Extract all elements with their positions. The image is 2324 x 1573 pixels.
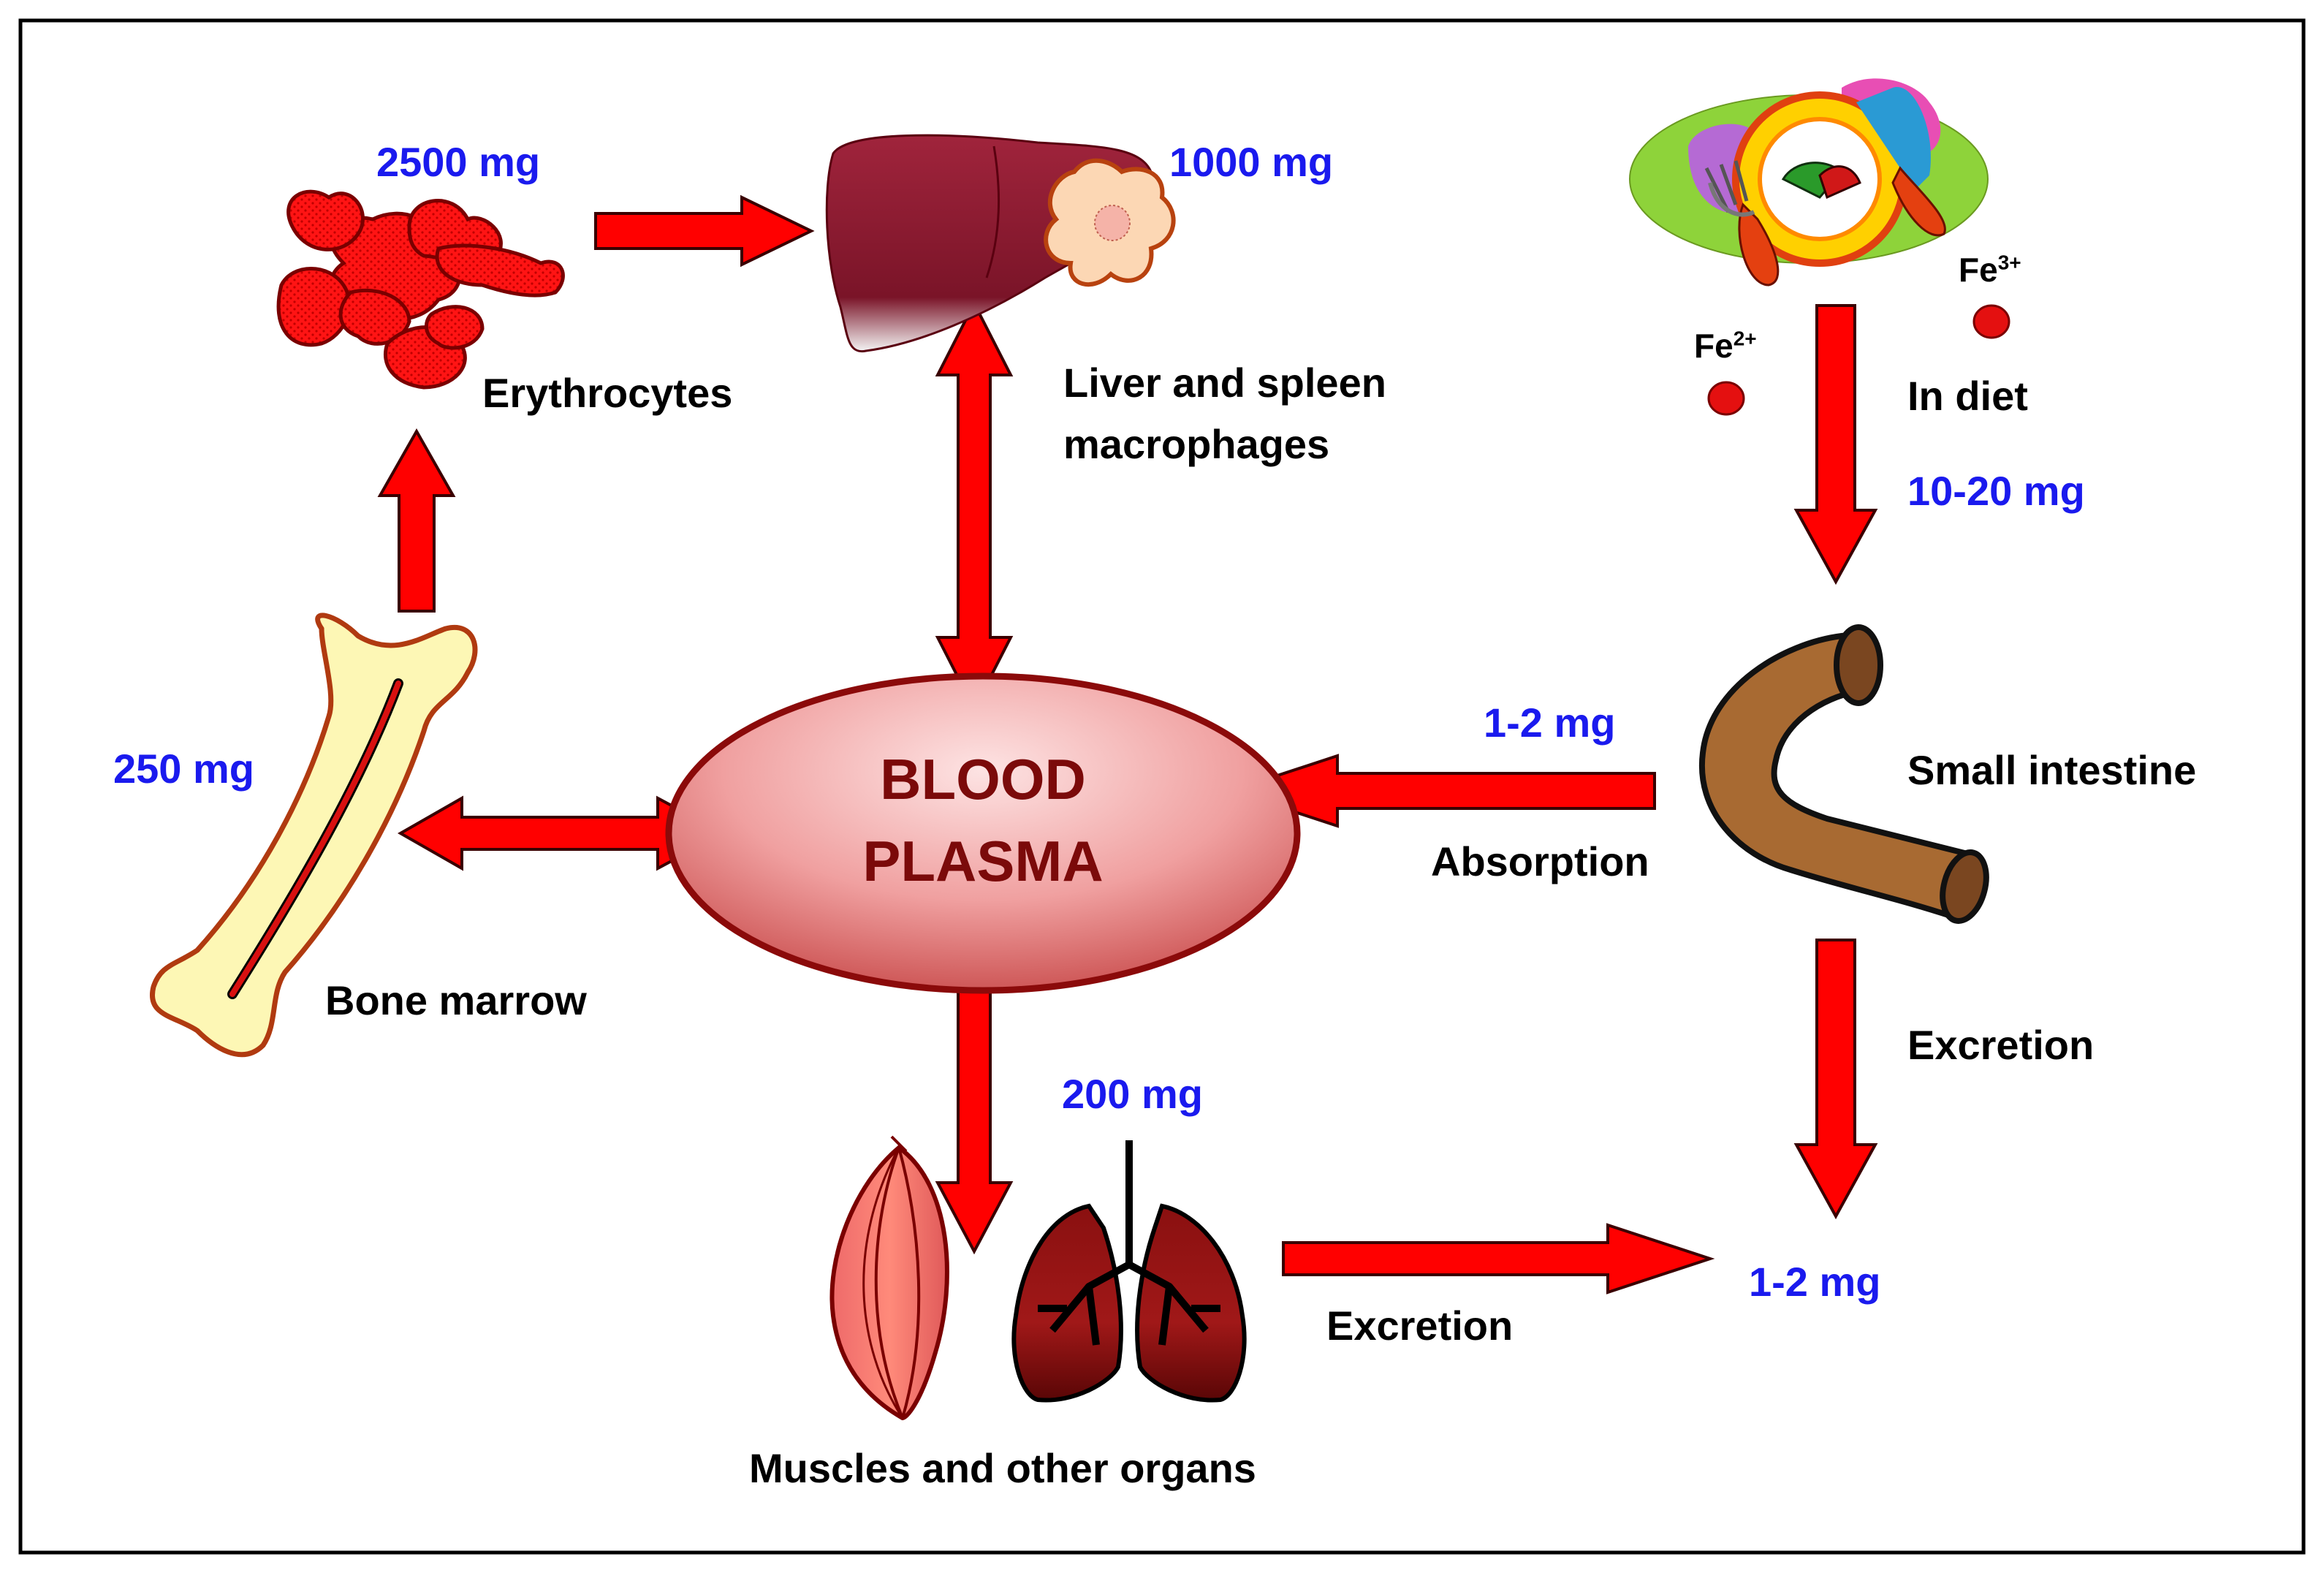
arrow-bone-to-erythrocytes: [377, 428, 456, 613]
muscles-amount: 200 mg: [1062, 1071, 1203, 1117]
excretion-bottom-label: Excretion: [1326, 1303, 1514, 1349]
bone-marrow-icon: [149, 613, 478, 1058]
food-plate-icon: [1629, 78, 1989, 287]
plasma-label: PLASMA: [862, 828, 1104, 893]
blood-label: BLOOD: [880, 747, 1086, 811]
small-intestine-label: Small intestine: [1907, 747, 2197, 793]
erythrocytes-label: Erythrocytes: [482, 370, 733, 416]
excretion-right-label: Excretion: [1907, 1022, 2095, 1068]
lungs-icon: [1011, 1140, 1247, 1403]
fe3-dot-icon: [1972, 304, 2010, 339]
macrophage-icon: [1044, 158, 1176, 287]
excretion-amount: 1-2 mg: [1749, 1259, 1881, 1305]
fe2-dot-icon: [1707, 381, 1745, 416]
arrow-muscles-excretion: [1282, 1223, 1715, 1295]
fe3-label: Fe3+: [1959, 250, 2021, 290]
bone-marrow-amount: 250 mg: [113, 746, 254, 792]
blood-plasma-ellipse: [665, 672, 1301, 994]
arrow-diet-to-intestine: [1793, 304, 1878, 585]
arrow-bone-plasma-double: [397, 795, 727, 871]
absorption-amount: 1-2 mg: [1484, 700, 1616, 746]
fe3-base: Fe: [1959, 251, 1998, 289]
fe2-label: Fe2+: [1694, 326, 1757, 366]
erythrocytes-amount: 2500 mg: [376, 139, 541, 185]
arrow-liver-plasma-double: [935, 300, 1014, 713]
diet-amount: 10-20 mg: [1907, 468, 2085, 514]
fe3-charge: 3+: [1997, 251, 2021, 274]
liver-label-line2: macrophages: [1063, 421, 1330, 467]
blood-plasma-title: BLOOD PLASMA: [800, 746, 1166, 895]
liver-label-line1: Liver and spleen: [1063, 360, 1386, 406]
bone-marrow-label: Bone marrow: [325, 977, 587, 1023]
arrow-erythrocytes-to-liver: [594, 194, 815, 268]
muscle-icon: [829, 1135, 949, 1421]
fe2-charge: 2+: [1733, 327, 1757, 350]
absorption-label: Absorption: [1431, 838, 1649, 884]
in-diet-label: In diet: [1907, 373, 2028, 419]
erythrocytes-icon: [276, 189, 565, 390]
arrow-intestine-excretion: [1793, 939, 1878, 1220]
liver-amount: 1000 mg: [1169, 139, 1334, 185]
small-intestine-icon: [1698, 624, 1989, 924]
fe2-base: Fe: [1694, 327, 1733, 365]
muscles-label: Muscles and other organs: [749, 1445, 1256, 1491]
